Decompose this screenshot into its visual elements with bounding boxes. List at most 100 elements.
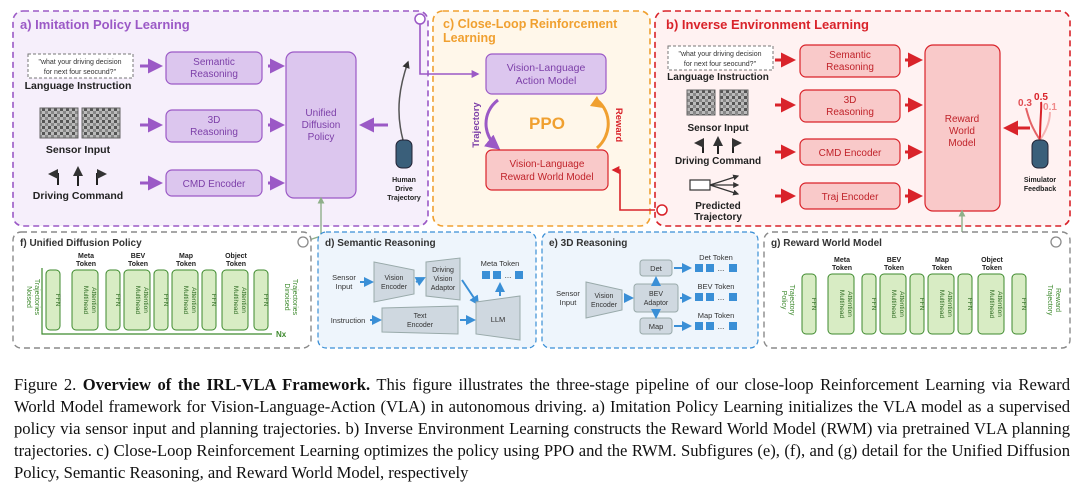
ffn-block: FFN	[909, 273, 925, 335]
mha-label-2: Attention	[142, 287, 149, 313]
panel-e-3d-reasoning: e) 3D Reasoning Sensor Input Vision Enco…	[541, 231, 759, 349]
panel-a-policy-label-2: Diffusion	[302, 120, 341, 131]
panel-f-map-label-1: Map	[179, 253, 193, 260]
panel-c-trajectory-label: Trajectory	[471, 102, 482, 148]
token-ellipsis: ...	[718, 293, 725, 302]
mha-label-2: Attention	[190, 287, 197, 313]
mha-label-1: Multihead	[838, 290, 845, 319]
panel-g-meta-label-1: Meta	[834, 257, 850, 264]
token-ellipsis: ...	[718, 264, 725, 273]
panel-b-inverse-environment-learning: b) Inverse Environment Learning "what yo…	[654, 10, 1071, 227]
panel-f-object-label-1: Object	[225, 253, 247, 260]
panel-a-semantic-reasoning-label-1: Semantic	[193, 57, 235, 68]
ffn-block: FFN	[1011, 273, 1027, 335]
panel-b-semantic-reasoning-label-2: Reasoning	[826, 62, 874, 73]
panel-b-predicted-label-1: Predicted	[695, 201, 741, 212]
figure-caption: Figure 2. Overview of the IRL-VLA Framew…	[14, 374, 1070, 484]
panel-d-llm-label: LLM	[491, 315, 506, 324]
panel-b-prompt-line1: "what your driving decision	[678, 51, 761, 58]
panel-c-title-1: c) Close-Loop Reinforcement	[443, 17, 618, 31]
panel-c-title-2: Learning	[443, 31, 496, 45]
panel-a-prompt-line1: "what your driving decision	[38, 59, 121, 66]
panel-b-3d-reasoning-label-2: Reasoning	[826, 107, 874, 118]
panel-b-language-instruction-label: Language Instruction	[667, 72, 769, 83]
panel-e-map-token-label: Map Token	[698, 311, 735, 320]
panel-a-imitation-policy-learning: a) Imitation Policy Learning "what your …	[12, 10, 429, 227]
vision-encoder-trapezoid	[585, 281, 623, 319]
panel-b-sensor-image-2	[719, 89, 749, 116]
panel-d-sensor-label-1: Sensor	[332, 273, 356, 282]
panel-f-output-label-2: Trajectories	[291, 279, 298, 316]
panel-d-meta-token-label: Meta Token	[481, 259, 520, 268]
simulator-car-icon	[1031, 139, 1049, 169]
panel-g-output-label-2: Reward	[1054, 288, 1061, 312]
panel-d-adaptor-label-3: Adaptor	[431, 285, 456, 292]
panel-g-output-label-1: Trajectory	[1046, 285, 1053, 316]
panel-b-score-1: 0.5	[1034, 92, 1048, 103]
caption-body: This figure illustrates the three-stage …	[14, 375, 1070, 482]
caption-lead: Figure 2.	[14, 375, 83, 394]
panel-a-title: a) Imitation Policy Learning	[20, 17, 190, 32]
panel-d-adaptor-label-2: Vision	[434, 276, 453, 283]
ffn-label: FFN	[810, 298, 817, 311]
panel-g-meta-label-2: Token	[832, 265, 852, 272]
panel-e-vision-label-1: Vision	[595, 293, 614, 300]
mha-label-1: Multihead	[938, 290, 945, 319]
panel-a-human-label-2: Drive	[395, 186, 413, 193]
panel-d-text-label-2: Encoder	[407, 322, 434, 329]
panel-a-3d-reasoning-label-1: 3D	[208, 115, 221, 126]
panel-f-meta-label-2: Token	[76, 261, 96, 268]
driving-vision-adaptor-trapezoid	[425, 257, 461, 301]
panel-d-adaptor-label-1: Driving	[432, 267, 454, 274]
panel-c-vla-label-2: Action Model	[516, 75, 577, 87]
panel-g-map-label-2: Token	[932, 265, 952, 272]
panel-g-map-label-1: Map	[935, 257, 949, 264]
llm-trapezoid	[475, 295, 521, 341]
panel-d-vision-label-2: Encoder	[381, 284, 408, 291]
panel-a-sensor-image-2	[81, 107, 121, 139]
panel-f-input-label-1: Noised	[25, 286, 32, 308]
meta-token-square	[493, 271, 501, 279]
map-token-square	[695, 322, 703, 330]
panel-a-policy-label-1: Unified	[305, 108, 336, 119]
panel-g-object-label-1: Object	[981, 257, 1003, 264]
ffn-label: FFN	[870, 298, 877, 311]
ffn-block: FFN	[861, 273, 877, 335]
panel-f-nx-label: Nx	[276, 330, 287, 339]
bev-token-square	[729, 293, 737, 301]
ffn-label: FFN	[210, 294, 217, 307]
panel-d-semantic-reasoning: d) Semantic Reasoning Sensor Input Visio…	[317, 231, 537, 349]
ffn-block: FFN	[201, 269, 217, 331]
panel-g-input-label-2: Trajectory	[788, 285, 795, 316]
turn-left-icon	[48, 169, 59, 185]
ffn-label: FFN	[54, 294, 61, 307]
panel-g-object-label-2: Token	[982, 265, 1002, 272]
panel-g-bev-label-1: BEV	[887, 257, 902, 264]
panel-b-traj-encoder-label: Traj Encoder	[822, 192, 880, 203]
panel-a-semantic-reasoning-label-2: Reasoning	[190, 69, 238, 80]
panel-c-vla-label-1: Vision-Language	[507, 62, 586, 74]
panel-e-bev-label-1: BEV	[649, 291, 663, 298]
mha-label-2: Attention	[946, 291, 953, 317]
panel-g-title: g) Reward World Model	[771, 238, 882, 249]
token-ellipsis: ...	[718, 322, 725, 331]
det-token-square	[695, 264, 703, 272]
mha-label-1: Multihead	[82, 286, 89, 315]
panel-c-vla-box	[485, 53, 607, 95]
panel-a-3d-reasoning-box	[165, 109, 263, 143]
meta-token-square	[515, 271, 523, 279]
mha-label-2: Attention	[898, 291, 905, 317]
panel-a-human-label-3: Trajectory	[387, 195, 421, 202]
panel-b-rwm-label-2: World	[949, 126, 975, 137]
panel-a-driving-command-label: Driving Command	[33, 190, 123, 202]
ffn-label: FFN	[162, 294, 169, 307]
panel-e-det-token-label: Det Token	[699, 253, 733, 262]
panel-b-score-2: 0.3	[1018, 98, 1032, 109]
panel-e-bev-token-label: BEV Token	[698, 282, 735, 291]
panel-f-input-label-2: Trajectories	[33, 279, 40, 316]
